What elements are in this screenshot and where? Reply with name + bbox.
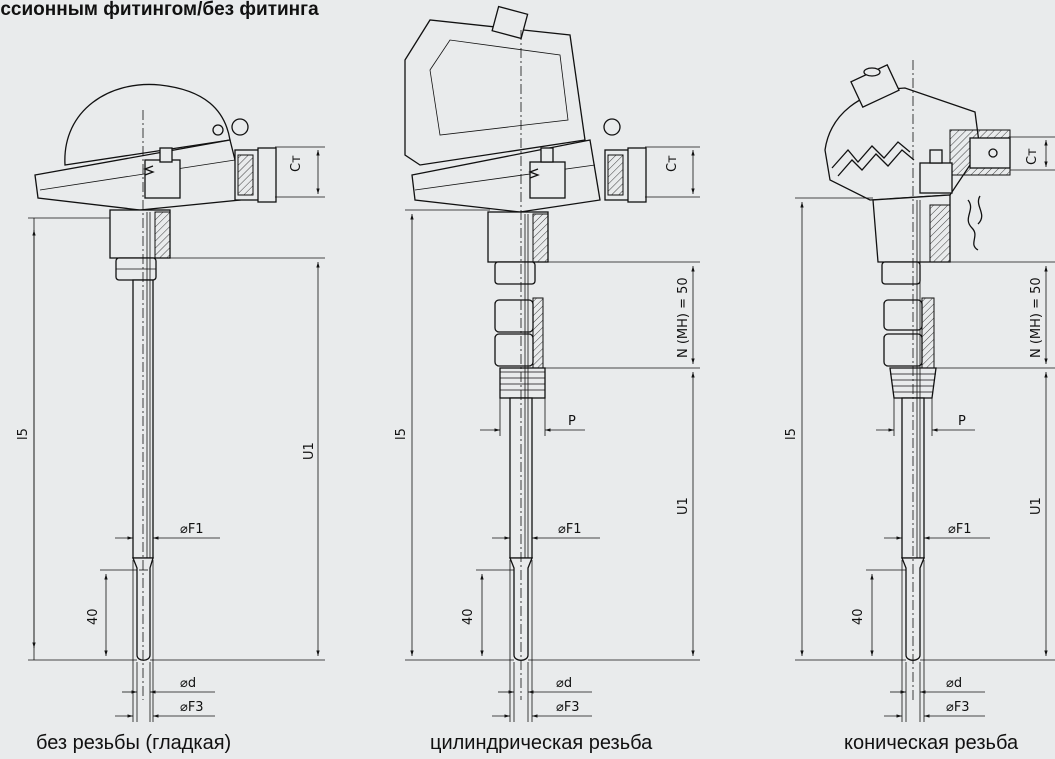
- caption-cylindrical: цилиндрическая резьба: [430, 732, 653, 754]
- label-p-3: P: [958, 414, 966, 429]
- head-cover: [64, 83, 231, 166]
- label-d-3: ⌀d: [946, 676, 962, 691]
- label-40-3: 40: [851, 608, 866, 625]
- label-u1-1: U1: [302, 442, 317, 460]
- label-u1-2: U1: [676, 497, 691, 515]
- label-ct-3: Cт: [1025, 148, 1040, 165]
- label-f3-3: ⌀F3: [946, 700, 970, 715]
- label-40-1: 40: [86, 608, 101, 625]
- drawing-smooth: Cт l5 U1 ⌀F1 40 ⌀d ⌀F3: [16, 83, 325, 722]
- drawing-conical: Cт l5 N (MH) = 50 P U1 ⌀F1 40 ⌀d ⌀F3: [784, 60, 1055, 722]
- label-l5-3: l5: [784, 428, 799, 440]
- label-ct-2: Cт: [665, 155, 680, 172]
- label-l5-2: l5: [394, 428, 409, 440]
- label-f1-3: ⌀F1: [948, 522, 972, 537]
- label-l5-1: l5: [16, 428, 31, 440]
- label-n-3: N (MH) = 50: [1029, 277, 1044, 358]
- label-40-2: 40: [461, 608, 476, 625]
- label-p-2: P: [568, 414, 576, 429]
- label-f3-2: ⌀F3: [556, 700, 580, 715]
- label-ct-1: Cт: [289, 155, 304, 172]
- drawing-cylindrical: Cт l5 N (MH) = 50 P U1 ⌀F1 40 ⌀d ⌀F3: [394, 5, 700, 722]
- label-d-1: ⌀d: [180, 676, 196, 691]
- caption-smooth: без резьбы (гладкая): [36, 732, 232, 754]
- label-n-2: N (MH) = 50: [676, 277, 691, 358]
- label-d-2: ⌀d: [556, 676, 572, 691]
- label-u1-3: U1: [1029, 497, 1044, 515]
- label-f1-2: ⌀F1: [558, 522, 582, 537]
- label-f3-1: ⌀F3: [180, 700, 204, 715]
- label-f1-1: ⌀F1: [180, 522, 204, 537]
- page-title: ессионным фитингом/без фитинга: [0, 0, 319, 20]
- head-cover-rect: [404, 19, 586, 166]
- caption-conical: коническая резьба: [844, 732, 1019, 754]
